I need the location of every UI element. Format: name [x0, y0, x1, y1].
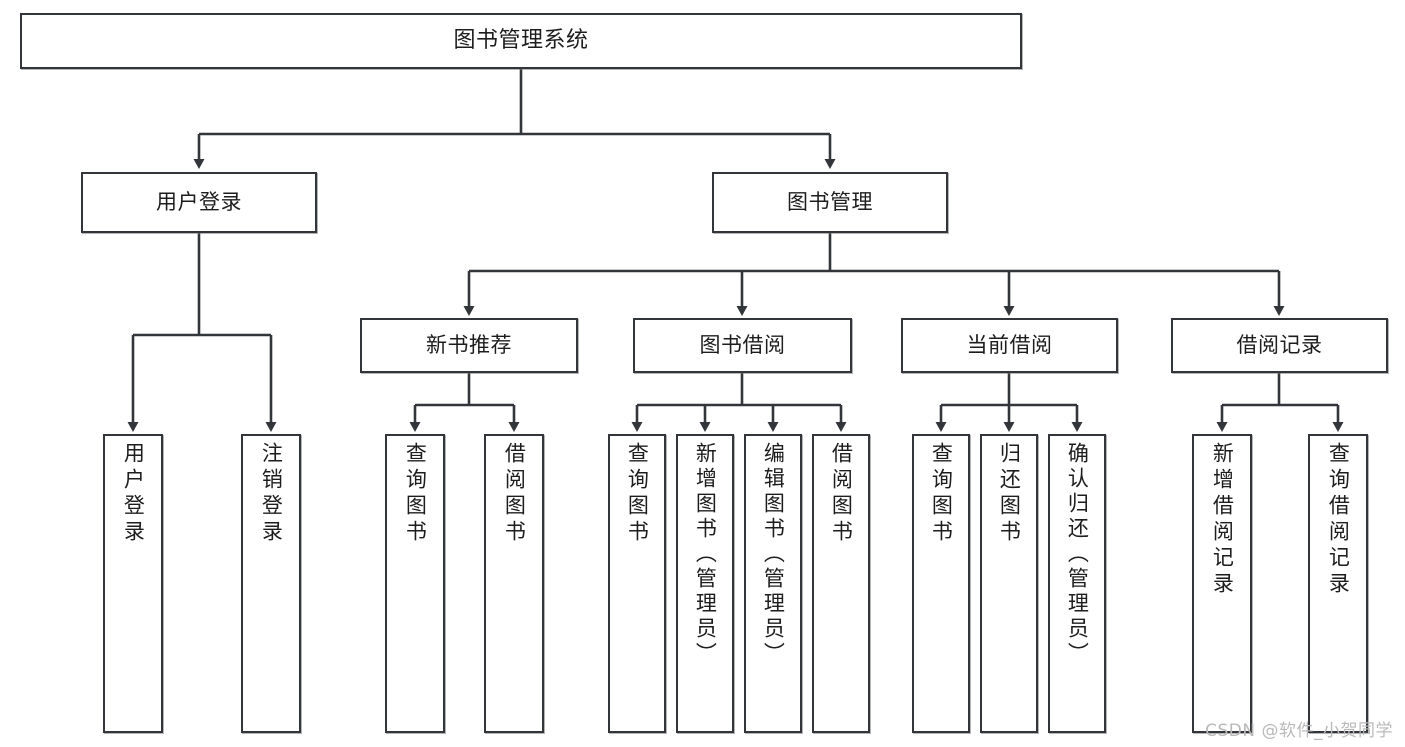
leaf-add-book-admin-label: 新增图书（管理员） [693, 442, 718, 667]
leaf-edit-book-admin-label: 编辑图书（管理员） [761, 442, 786, 667]
leaf-confirm-return-admin-label: 确认归还（管理员） [1065, 442, 1090, 667]
leaf-logout-label: 注销登录 [259, 442, 284, 546]
leaf-current-query-book-label: 查询图书 [929, 442, 954, 546]
leaf-logout[interactable]: 注销登录 [241, 434, 301, 733]
leaf-add-borrow-record[interactable]: 新增借阅记录 [1192, 434, 1252, 733]
leaf-recommend-borrow-book-label: 借阅图书 [502, 442, 527, 546]
leaf-edit-book-admin[interactable]: 编辑图书（管理员） [744, 434, 802, 733]
leaf-recommend-query-book-label: 查询图书 [403, 442, 428, 546]
leaf-recommend-query-book[interactable]: 查询图书 [385, 434, 445, 733]
node-new-book-recommend[interactable]: 新书推荐 [360, 318, 578, 373]
leaf-user-login-label: 用户登录 [121, 442, 146, 546]
leaf-return-book-label: 归还图书 [997, 442, 1022, 546]
node-new-book-recommend-label: 新书推荐 [426, 333, 512, 358]
node-book-borrow[interactable]: 图书借阅 [633, 318, 852, 373]
leaf-query-borrow-record[interactable]: 查询借阅记录 [1308, 434, 1368, 733]
node-book-manage-label: 图书管理 [787, 190, 873, 215]
leaf-query-borrow-record-label: 查询借阅记录 [1326, 442, 1351, 598]
leaf-recommend-borrow-book[interactable]: 借阅图书 [484, 434, 544, 733]
leaf-borrow-book[interactable]: 借阅图书 [812, 434, 870, 733]
node-current-borrow-label: 当前借阅 [966, 333, 1053, 358]
node-borrow-record-label: 借阅记录 [1236, 333, 1323, 358]
node-current-borrow[interactable]: 当前借阅 [901, 318, 1118, 373]
leaf-borrow-query-book[interactable]: 查询图书 [608, 434, 666, 733]
watermark: CSDN @软件_小贺同学 [1205, 721, 1393, 741]
leaf-borrow-query-book-label: 查询图书 [625, 442, 650, 546]
node-user-login-label: 用户登录 [156, 190, 242, 215]
node-borrow-record[interactable]: 借阅记录 [1171, 318, 1388, 373]
leaf-user-login[interactable]: 用户登录 [103, 434, 163, 733]
node-book-manage[interactable]: 图书管理 [712, 172, 948, 233]
node-book-borrow-label: 图书借阅 [699, 333, 786, 358]
leaf-current-query-book[interactable]: 查询图书 [912, 434, 970, 733]
node-root[interactable]: 图书管理系统 [20, 13, 1022, 69]
leaf-confirm-return-admin[interactable]: 确认归还（管理员） [1048, 434, 1106, 733]
leaf-borrow-book-label: 借阅图书 [829, 442, 854, 546]
leaf-add-borrow-record-label: 新增借阅记录 [1210, 442, 1235, 598]
leaf-add-book-admin[interactable]: 新增图书（管理员） [676, 434, 734, 733]
leaf-return-book[interactable]: 归还图书 [980, 434, 1038, 733]
node-user-login[interactable]: 用户登录 [81, 172, 317, 233]
node-root-label: 图书管理系统 [453, 28, 589, 54]
